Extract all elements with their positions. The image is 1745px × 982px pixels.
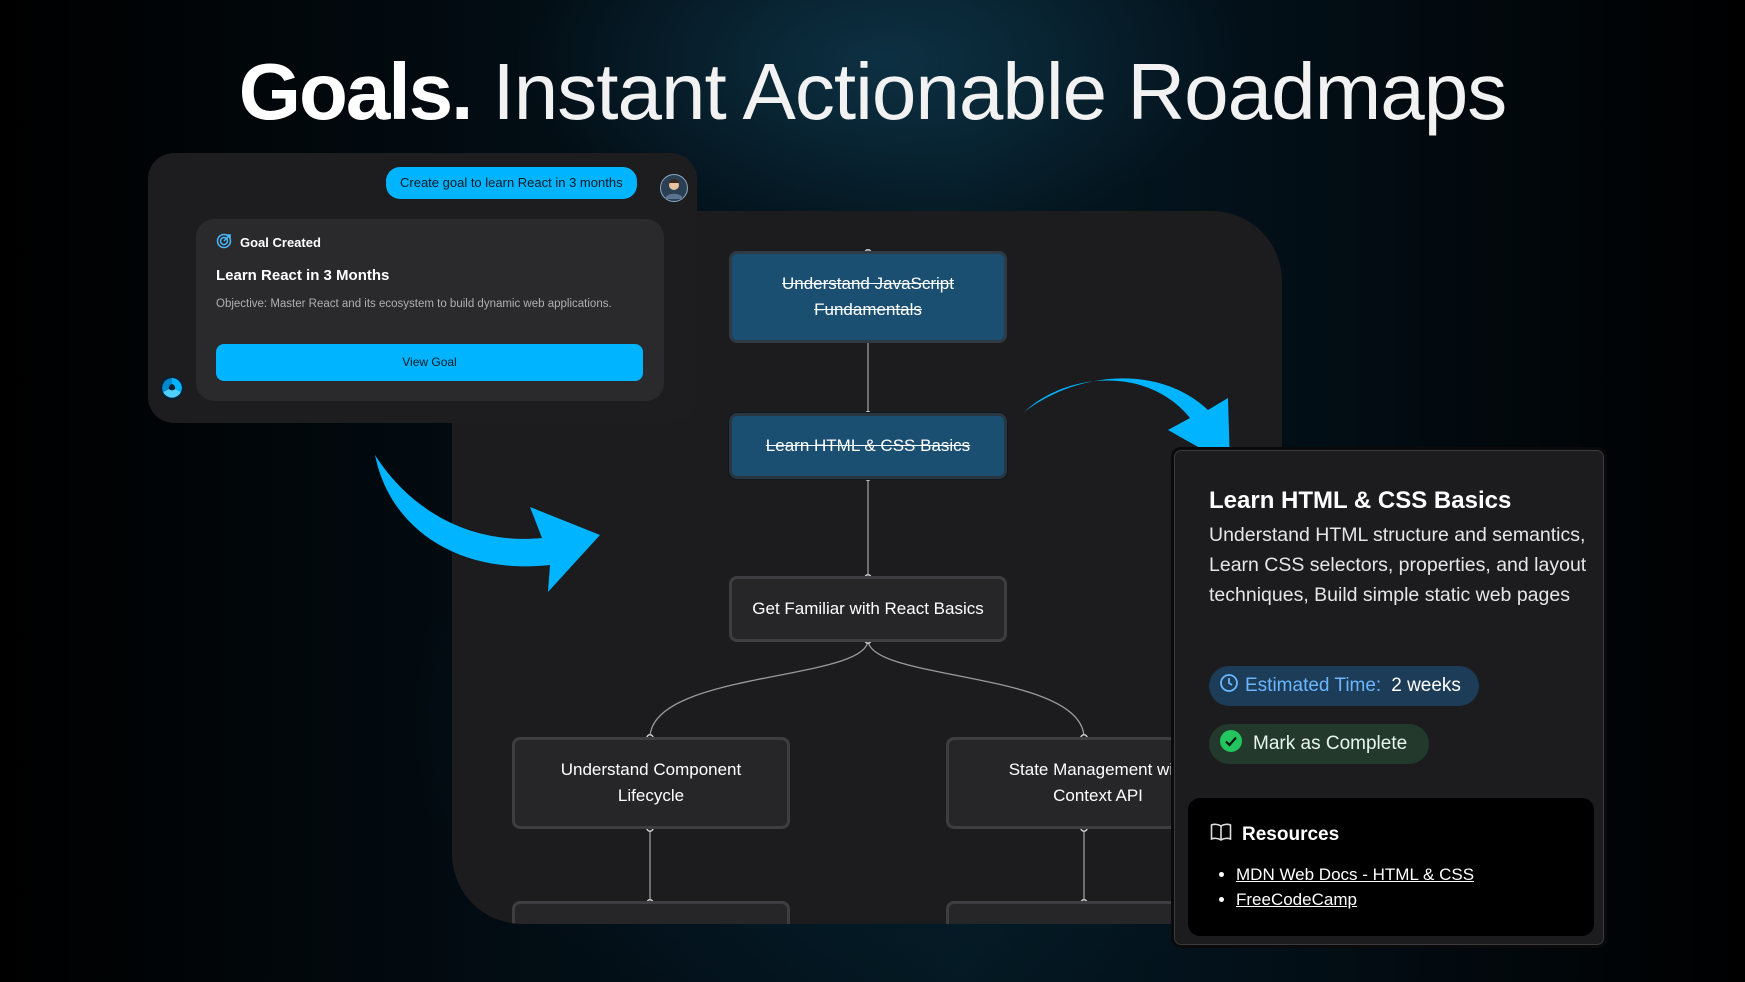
list-item: FreeCodeCamp (1236, 887, 1474, 912)
goal-title: Learn React in 3 Months (216, 267, 390, 284)
headline-bold: Goals. (238, 47, 474, 136)
mark-complete-button[interactable]: Mark as Complete (1209, 724, 1430, 764)
bot-logo-icon (159, 375, 185, 401)
goal-objective: Objective: Master React and its ecosyste… (216, 298, 612, 310)
page-headline: Goals. Instant Actionable Roadmaps (0, 44, 1745, 140)
list-item: MDN Web Docs - HTML & CSS (1236, 862, 1474, 887)
detail-title: Learn HTML & CSS Basics (1209, 487, 1512, 514)
step-detail-panel: Learn HTML & CSS Basics Understand HTML … (1171, 447, 1607, 948)
view-goal-button[interactable]: View Goal (216, 344, 643, 381)
user-message-bubble: Create goal to learn React in 3 months (386, 167, 637, 199)
roadmap-node-partial-left[interactable] (512, 901, 790, 924)
resources-section: Resources MDN Web Docs - HTML & CSS Free… (1188, 798, 1594, 936)
resources-title: Resources (1242, 824, 1340, 845)
goal-created-card: Goal Created Learn React in 3 Months Obj… (196, 219, 664, 401)
arrow-to-detail (1024, 378, 1230, 465)
estimated-time-badge: Estimated Time: 2 weeks (1209, 666, 1479, 706)
goal-card-header-label: Goal Created (240, 235, 321, 250)
roadmap-node-react-basics[interactable]: Get Familiar with React Basics (729, 576, 1007, 642)
detail-description: Understand HTML structure and semantics,… (1209, 524, 1587, 606)
resource-link-mdn[interactable]: MDN Web Docs - HTML & CSS (1236, 865, 1475, 884)
resources-header: Resources (1210, 822, 1339, 848)
avatar (660, 174, 688, 202)
resource-link-freecodecamp[interactable]: FreeCodeCamp (1236, 890, 1357, 909)
roadmap-node-html-css[interactable]: Learn HTML & CSS Basics (729, 413, 1007, 479)
estimated-time-value: 2 weeks (1391, 675, 1461, 696)
target-icon (216, 233, 232, 252)
resources-list: MDN Web Docs - HTML & CSS FreeCodeCamp (1216, 862, 1474, 912)
estimated-time-label: Estimated Time: (1245, 675, 1382, 696)
clock-icon (1219, 673, 1239, 699)
book-open-icon (1210, 822, 1232, 848)
arrow-to-roadmap (375, 455, 600, 592)
check-circle-icon (1219, 729, 1243, 759)
mark-complete-label: Mark as Complete (1253, 733, 1408, 754)
roadmap-node-component-lifecycle[interactable]: Understand Component Lifecycle (512, 737, 790, 829)
headline-rest: Instant Actionable Roadmaps (492, 47, 1508, 136)
roadmap-node-js-fundamentals[interactable]: Understand JavaScript Fundamentals (729, 251, 1007, 343)
goal-card-header: Goal Created (216, 233, 321, 252)
